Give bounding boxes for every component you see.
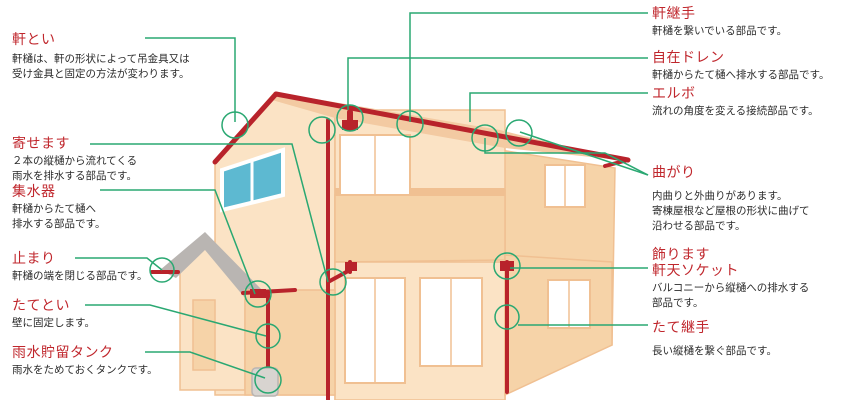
callout-elbow-title: エルボ — [652, 86, 696, 102]
callout-magari: 曲がり 内曲りと外曲りがあります。 寄棟屋根など屋根の形状に曲げて 沿わせる部品… — [652, 165, 810, 234]
callout-nokitsugi: 軒継手 軒樋を繋いでいる部品です。 — [652, 6, 787, 39]
callout-socket: 飾ります 軒天ソケット バルコニーから縦樋への排水する 部品です。 — [652, 247, 809, 311]
callout-shusuiki: 集水器 軒樋からたて樋へ 排水する部品です。 — [12, 184, 105, 232]
yose-fitting — [345, 262, 357, 271]
marker-tatetsugi — [494, 304, 520, 330]
marker-shusuiki — [244, 280, 272, 308]
callout-tatetsugi: たて継手 長い縦樋を繋ぐ部品です。 — [652, 320, 777, 359]
callout-elbow-desc-1: 流れの角度を変える接続部品です。 — [652, 105, 819, 117]
marker-drain — [336, 104, 364, 132]
callout-nokitoi-desc-1: 軒樋は、軒の形状によって吊金具又は — [12, 53, 190, 65]
callout-socket-desc-1: バルコニーから縦樋への排水する — [652, 282, 810, 294]
balcony — [334, 189, 506, 263]
marker-nokitsugi — [396, 110, 424, 138]
callout-shusuiki-title: 集水器 — [12, 184, 56, 200]
callout-yosemasu-desc-2: 雨水を排水する部品です。 — [12, 170, 137, 182]
eaves-gutter-end — [603, 158, 630, 168]
annex-roof — [160, 232, 262, 298]
callout-magari-desc-2: 寄棟屋根など屋根の形状に曲げて — [652, 205, 810, 217]
marker-nokitoi — [221, 111, 249, 139]
marker-drain-2 — [308, 116, 336, 144]
callout-lines — [75, 12, 649, 394]
marker-magari-1 — [471, 124, 499, 152]
marker-tatetoi — [255, 323, 281, 349]
marker-magari-2 — [505, 119, 533, 147]
callout-magari-title: 曲がり — [652, 165, 696, 181]
callout-tatetsugi-desc-1: 長い縦樋を繋ぐ部品です。 — [652, 345, 777, 357]
balcony-socket — [500, 261, 514, 271]
callout-tatetoi-title: たてとい — [12, 298, 70, 314]
callout-tatetsugi-title: たて継手 — [652, 320, 710, 336]
callout-tatetoi: たてとい 壁に固定します。 — [12, 298, 95, 331]
callout-nokitsugi-title: 軒継手 — [652, 6, 696, 22]
eaves-gutter-left — [212, 91, 279, 165]
house-illustration — [150, 91, 631, 400]
callout-nokitsugi-desc-1: 軒樋を繋いでいる部品です。 — [652, 25, 788, 37]
callout-nokitoi: 軒とい 軒樋は、軒の形状によって吊金具又は 受け金具と固定の方法が変わります。 — [12, 32, 190, 82]
callout-drain: 自在ドレン 軒樋からたて樋へ排水する部品です。 — [652, 50, 829, 83]
callout-drain-title: 自在ドレン — [652, 50, 725, 66]
drain-fitting — [342, 120, 358, 130]
callout-magari-desc-3: 沿わせる部品です。 — [652, 220, 746, 232]
marker-tank — [254, 366, 282, 394]
callout-yosemasu-title: 寄せます — [12, 136, 70, 152]
callout-tomari-title: 止まり — [12, 251, 56, 267]
callout-yosemasu-desc-1: ２本の縦樋から流れてくる — [12, 155, 138, 167]
balcony-top — [335, 188, 505, 196]
annex-collector — [250, 289, 266, 298]
callout-nokitoi-title: 軒とい — [12, 32, 56, 48]
callout-tatetoi-desc-1: 壁に固定します。 — [12, 317, 95, 329]
callout-tank-desc-1: 雨水をためておくタンクです。 — [12, 364, 158, 376]
callout-nokitoi-desc-2: 受け金具と固定の方法が変わります。 — [12, 68, 190, 80]
callout-yosemasu: 寄せます ２本の縦樋から流れてくる 雨水を排水する部品です。 — [12, 136, 137, 184]
marker-tomari — [149, 257, 175, 283]
callout-socket-title-1: 飾ります — [652, 247, 710, 263]
callout-tomari-desc-1: 軒樋の端を閉じる部品です。 — [12, 270, 148, 282]
marker-yosemasu — [319, 268, 347, 296]
callout-elbow: エルボ 流れの角度を変える接続部品です。 — [652, 86, 819, 119]
callout-drain-desc-1: 軒樋からたて樋へ排水する部品です。 — [652, 69, 830, 81]
callout-socket-desc-2: 部品です。 — [652, 297, 704, 309]
marker-socket — [493, 252, 521, 280]
callout-tank-title: 雨水貯留タンク — [12, 345, 114, 361]
callout-shusuiki-desc-1: 軒樋からたて樋へ — [12, 203, 96, 215]
callout-shusuiki-desc-2: 排水する部品です。 — [12, 218, 106, 230]
callout-socket-title-2: 軒天ソケット — [652, 263, 739, 279]
callout-tank: 雨水貯留タンク 雨水をためておくタンクです。 — [12, 345, 158, 378]
callout-magari-desc-1: 内曲りと外曲りがあります。 — [652, 190, 788, 202]
callout-tomari: 止まり 軒樋の端を閉じる部品です。 — [12, 251, 147, 284]
main-roof — [215, 92, 620, 160]
